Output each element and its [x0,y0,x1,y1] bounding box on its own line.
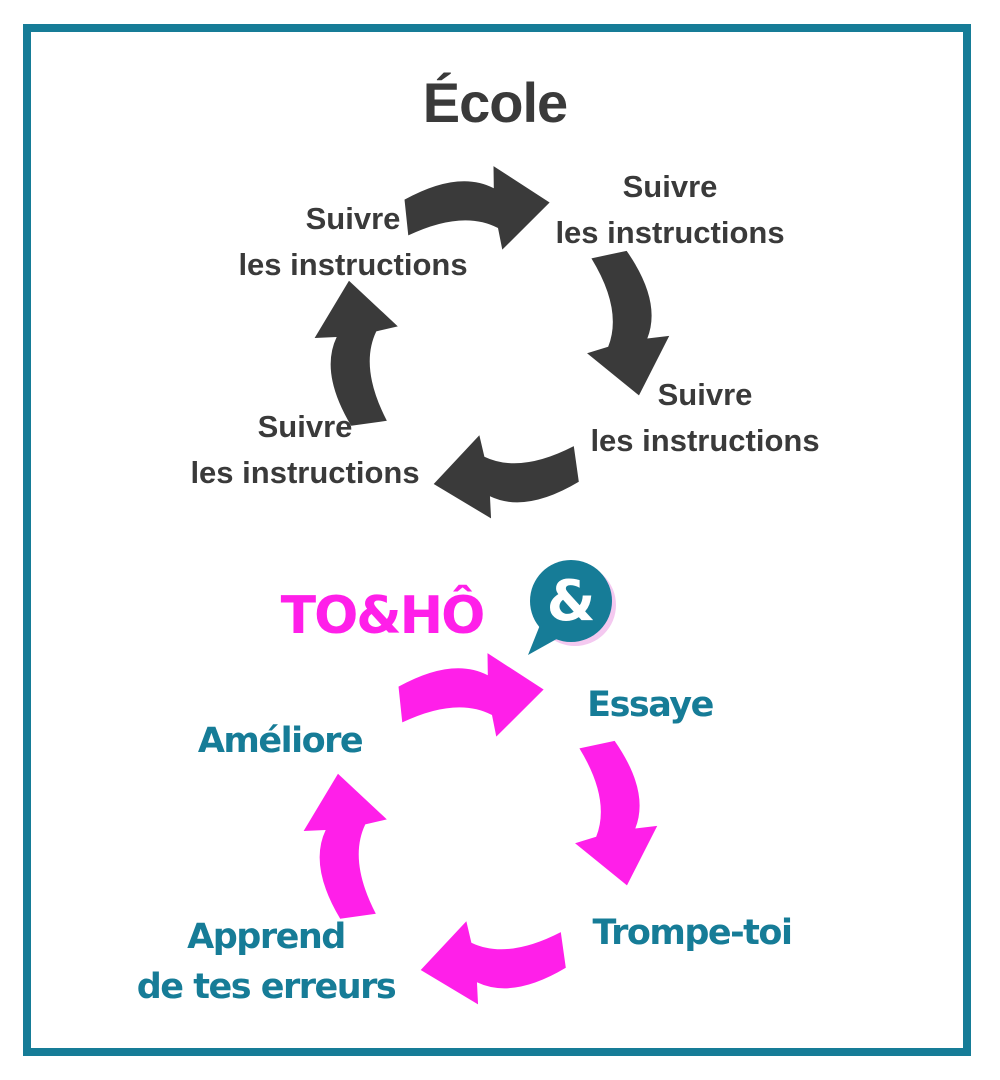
tohu-step-line1: Essaye [587,685,714,725]
brand-title: TO&HÔ [280,586,486,646]
ecole-step-line1: Suivre [257,409,353,444]
ecole-step-right: Suivre les instructions [590,372,819,464]
ecole-arrow-bottom [427,422,583,526]
tohu-step-ameliore: Améliore [197,716,364,766]
speech-bubble-ampersand-icon: & [528,560,616,655]
tohu-step-line1: Trompe-toi [592,913,793,953]
ecole-title: École [422,71,568,134]
tohu-arrow-right [555,735,669,895]
ecole-step-line2: les instructions [555,215,785,250]
ecole-step-top-left: Suivre les instructions [238,196,467,288]
ecole-step-line1: Suivre [305,201,401,236]
ecole-step-line1: Suivre [622,169,718,204]
tohu-step-line1: Améliore [197,721,364,761]
tohu-step-line2: de tes erreurs [136,967,397,1007]
tohu-arrow-left [296,767,400,923]
ecole-step-line1: Suivre [657,377,753,412]
ecole-step-top-right: Suivre les instructions [555,164,784,256]
ecole-step-line2: les instructions [190,455,420,490]
ecole-step-bottom-left: Suivre les instructions [190,404,419,496]
tohu-arrow-top [396,647,548,747]
tohu-step-line1: Apprend [187,917,346,957]
tohu-step-apprend: Apprend de tes erreurs [136,912,397,1012]
ecole-step-line2: les instructions [238,247,468,282]
tohu-step-essaye: Essaye [587,680,714,730]
ecole-step-line2: les instructions [590,423,820,458]
logo-ampersand: & [547,569,596,634]
tohu-arrow-bottom [414,908,570,1012]
tohu-step-trompe-toi: Trompe-toi [592,908,793,958]
